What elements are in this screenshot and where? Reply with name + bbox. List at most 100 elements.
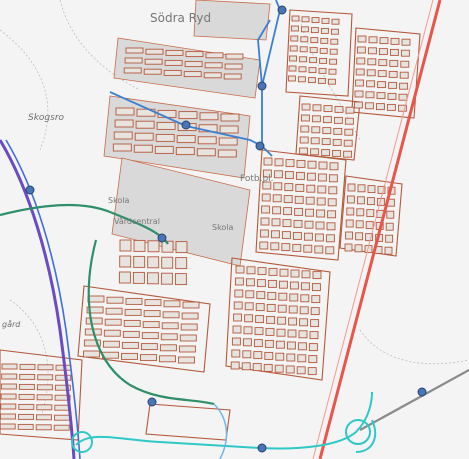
building <box>288 317 298 326</box>
building <box>254 327 264 336</box>
building <box>314 233 324 242</box>
building <box>300 36 309 43</box>
transit-stop-icon[interactable] <box>277 5 287 15</box>
label-skola-1: Skola <box>108 196 130 205</box>
building <box>388 70 398 78</box>
building <box>346 207 355 216</box>
transit-stop-icon[interactable] <box>257 443 267 453</box>
building <box>272 194 282 203</box>
building <box>135 120 155 129</box>
building <box>263 363 273 372</box>
label-skogsro: Skogsro <box>28 113 65 123</box>
building <box>319 47 328 54</box>
building <box>147 240 160 253</box>
building <box>273 170 283 179</box>
building <box>299 46 308 53</box>
building <box>332 149 342 157</box>
building <box>174 273 187 286</box>
building <box>19 363 36 370</box>
teal-link <box>213 403 228 459</box>
transit-stop-icon[interactable] <box>147 397 157 407</box>
building <box>275 340 285 349</box>
building <box>295 183 305 192</box>
building <box>299 56 308 63</box>
building <box>367 58 377 66</box>
building <box>298 330 308 339</box>
building <box>357 35 367 43</box>
transit-stop-icon[interactable] <box>25 185 35 195</box>
building <box>273 182 283 191</box>
building <box>37 364 54 371</box>
building <box>385 222 394 231</box>
building <box>389 59 399 67</box>
building <box>196 148 216 157</box>
tram-line-teal <box>75 391 377 453</box>
building <box>145 48 164 55</box>
building <box>285 365 295 374</box>
bus-line-blue <box>109 0 281 157</box>
transit-stop-icon[interactable] <box>255 141 265 151</box>
building <box>161 256 174 269</box>
building <box>272 206 282 215</box>
building <box>311 17 320 24</box>
building <box>321 17 330 24</box>
building <box>312 271 322 280</box>
building <box>233 313 243 322</box>
building <box>245 290 255 299</box>
building <box>327 198 337 207</box>
building <box>83 339 101 347</box>
building <box>318 161 328 170</box>
building <box>331 18 340 25</box>
building <box>289 293 299 302</box>
building <box>332 138 342 146</box>
building <box>306 172 316 181</box>
building <box>390 37 400 45</box>
building <box>178 356 195 364</box>
building <box>283 195 293 204</box>
building <box>112 143 132 152</box>
building <box>296 159 306 168</box>
building <box>375 103 385 111</box>
label-vardcentral: Vårdcentral <box>114 216 160 226</box>
junctions <box>71 419 371 453</box>
building <box>234 277 244 286</box>
building <box>256 279 266 288</box>
tram-line-green <box>0 203 215 406</box>
building <box>387 92 397 100</box>
building <box>261 205 271 214</box>
transit-stop-icon[interactable] <box>257 81 267 91</box>
building <box>368 36 378 44</box>
building <box>54 384 71 391</box>
building <box>276 328 286 337</box>
building <box>161 240 174 253</box>
building <box>285 159 295 168</box>
building <box>114 119 134 128</box>
building <box>300 282 310 291</box>
building <box>183 71 202 78</box>
building <box>312 104 322 112</box>
building <box>270 230 280 239</box>
building <box>197 136 217 145</box>
building <box>243 326 253 335</box>
building <box>143 310 161 318</box>
building <box>104 318 122 326</box>
building <box>305 196 315 205</box>
building <box>400 49 410 57</box>
building <box>199 112 219 121</box>
building <box>398 93 408 101</box>
transit-stop-icon[interactable] <box>417 387 427 397</box>
building <box>242 338 252 347</box>
building <box>344 243 353 252</box>
building <box>279 268 289 277</box>
building <box>281 231 291 240</box>
transit-stop-icon[interactable] <box>157 233 167 243</box>
building <box>353 101 363 109</box>
building <box>0 393 17 400</box>
building <box>264 351 274 360</box>
building <box>377 185 386 194</box>
transit-stop-icon[interactable] <box>181 120 191 130</box>
building <box>321 149 331 157</box>
building <box>232 325 242 334</box>
building <box>298 66 307 73</box>
